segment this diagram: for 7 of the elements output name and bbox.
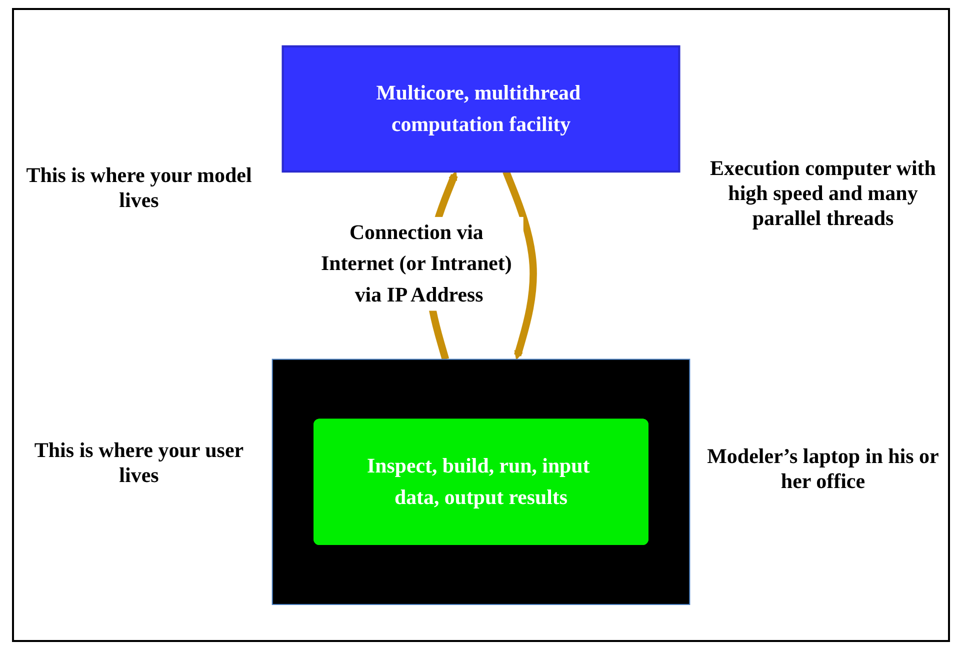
side-note: This is where your user lives: [33, 438, 245, 488]
cluster: [272, 358, 690, 605]
side-note: Execution computer with high speed and many parallel threads: [709, 156, 937, 232]
side-note: Modeler’s laptop in his or her office: [706, 444, 940, 494]
side-note: This is where your model lives: [25, 162, 253, 212]
edge-label: Connection via Internet (or Intranet) via IP Address: [321, 220, 512, 306]
node-box: Multicore, multithread computation facility: [282, 44, 680, 172]
